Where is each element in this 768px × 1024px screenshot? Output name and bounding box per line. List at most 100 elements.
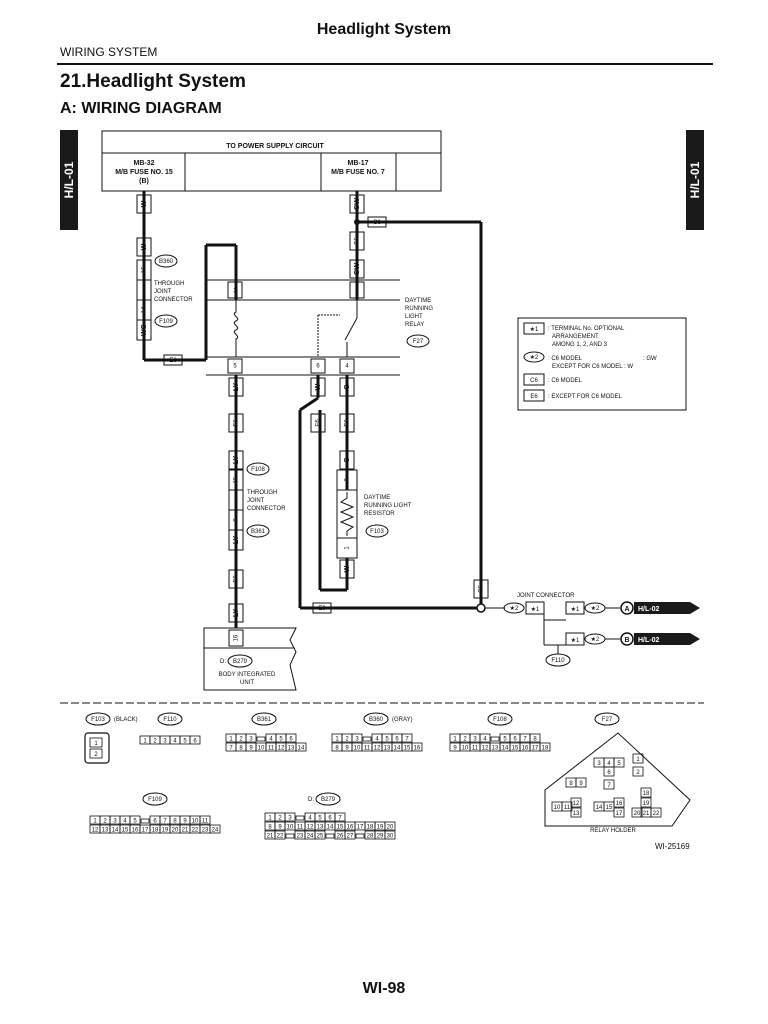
cv-f110-pin: 5 xyxy=(183,739,187,745)
cv-f109-r1-cell xyxy=(199,815,211,825)
cv-b360-r2-pin: 13 xyxy=(384,746,391,752)
legend: ★1 : TERMINAL No. OPTIONAL ARRANGEMENT A… xyxy=(517,317,687,411)
cv-b279-r3-pin: 22 xyxy=(277,834,284,840)
wire-label-w-mid: W xyxy=(141,243,148,250)
cv-b279-r1-cell xyxy=(284,812,296,822)
cv-b279-r2-pin: 12 xyxy=(307,825,314,831)
cv-f109-tag-text: F109 xyxy=(148,797,162,803)
figure-id: WI-25169 xyxy=(655,842,690,851)
cv-f108-r2-pin: 16 xyxy=(522,746,529,752)
joint-connector-label: JOINT CONNECTOR xyxy=(517,593,575,599)
cv-f110-tag xyxy=(157,712,183,726)
drl-resistor-line2: RUNNING LIGHT xyxy=(364,503,412,509)
cv-b361-r1-pin: 2 xyxy=(239,737,243,743)
cv-f27-cell xyxy=(640,797,652,808)
cv-f109-r1-pin: 8 xyxy=(173,819,177,825)
through-joint-2-line2: JOINT xyxy=(247,498,265,504)
jc-star2-left: ★2 xyxy=(510,605,519,612)
cv-b279-r1-cell xyxy=(334,812,346,822)
cv-b361-r1-cell xyxy=(285,733,297,743)
cv-f27-cell xyxy=(570,807,582,818)
cv-f110-tag-text: F110 xyxy=(163,717,177,723)
cv-b279-r3-pin: 29 xyxy=(377,834,384,840)
cv-f108-r2-pin: 17 xyxy=(532,746,539,752)
cv-f27-pin: 14 xyxy=(596,805,603,811)
sub-heading: A: WIRING DIAGRAM xyxy=(60,100,222,117)
cv-b279-r2-pin: 20 xyxy=(387,825,394,831)
cv-b360-r2-pin: 14 xyxy=(394,746,401,752)
cv-b279-r1-pin: 4 xyxy=(308,816,312,822)
cv-b279-r3-key xyxy=(355,833,365,839)
conn-f108-label: F108 xyxy=(251,467,265,473)
conn-b361-label: B361 xyxy=(251,529,266,535)
cv-b361-r2-pin: 10 xyxy=(258,746,265,752)
through-joint-2-line3: CONNECTOR xyxy=(247,506,286,512)
conn-f110-label: F110 xyxy=(551,658,565,664)
bcm-line2: UNIT xyxy=(240,680,254,686)
daytime-running-light-resistor: 2 1 xyxy=(336,469,358,559)
cv-f27-pin: 13 xyxy=(573,811,580,817)
cv-f27-cell xyxy=(613,797,625,808)
cv-f27-pin: 3 xyxy=(597,761,601,767)
cv-b279-r3-pin: 21 xyxy=(267,834,274,840)
cv-f110-pin: 2 xyxy=(153,739,157,745)
cv-f27-tag-text: F27 xyxy=(602,717,613,723)
cv-b360-r2-pin: 9 xyxy=(345,746,349,752)
cv-f27-pin: 10 xyxy=(554,805,561,811)
page-header-title: Headlight System xyxy=(316,21,452,38)
cv-f27-cell xyxy=(632,766,644,777)
cv-f108-r1-pin: 4 xyxy=(483,737,487,743)
jc-star2-a: ★2 xyxy=(591,605,600,612)
cv-f108-r1-pin: 6 xyxy=(513,737,517,743)
cv-f109-r1-pin: 2 xyxy=(103,819,107,825)
cv-f109-r1-key xyxy=(140,818,150,824)
cv-f109-r1-pin: 1 xyxy=(93,819,97,825)
cv-b279-r3-cell xyxy=(274,830,286,840)
offpage-arrow-b xyxy=(634,633,700,645)
wire-label-w-resistor: W xyxy=(344,565,351,572)
cv-b361-r1-pin: 6 xyxy=(289,737,293,743)
cv-f109-r1-pin: 5 xyxy=(133,819,137,825)
cv-f27-cell xyxy=(603,779,615,790)
cv-b279-r2-pin: 11 xyxy=(297,825,304,831)
cv-f108-r1-pin: 3 xyxy=(473,737,477,743)
cv-f27-pin: 6 xyxy=(607,770,611,776)
relay-pin-3: 3 xyxy=(233,289,237,295)
cv-f109-r2-pin: 13 xyxy=(102,828,109,834)
power-title: TO POWER SUPPLY CIRCUIT xyxy=(226,143,324,150)
cv-b279-r3-pin: 28 xyxy=(367,834,374,840)
cv-f103-body xyxy=(84,732,110,764)
cv-b361-r1-pin: 4 xyxy=(269,737,273,743)
through-joint-2-line1: THROUGH xyxy=(247,490,277,496)
cv-b360-r1-cell xyxy=(351,733,363,743)
cv-b361-r2-pin: 13 xyxy=(288,746,295,752)
cv-f109-r1-pin: 4 xyxy=(123,819,127,825)
section-label: WIRING SYSTEM xyxy=(60,45,158,59)
cv-b279-r2-pin: 17 xyxy=(357,825,364,831)
cv-b279-r1-pin: 7 xyxy=(338,816,342,822)
cv-b279-r3-pin: 25 xyxy=(317,834,324,840)
cv-b279-r1-pin: 5 xyxy=(318,816,322,822)
wire-label-w-relay: W xyxy=(315,383,322,390)
wire-label-e6-3: E6 xyxy=(234,419,240,427)
jc-star1-left: ★1 xyxy=(531,606,540,613)
cv-f27-tag xyxy=(594,712,620,726)
cv-b360-r1-key xyxy=(362,736,372,742)
wire-label-c6-2: C6 xyxy=(479,585,485,593)
cv-f27-pin: 21 xyxy=(643,811,650,817)
legend-c6-text: : C6 MODEL xyxy=(548,378,583,384)
cv-f108-r2-pin: 10 xyxy=(462,746,469,752)
wire-label-ly-2: LY xyxy=(233,456,240,465)
cv-b360-note: (GRAY) xyxy=(392,717,413,723)
pin-15: 15 xyxy=(234,476,240,483)
cv-f109-r2-pin: 18 xyxy=(152,828,159,834)
cv-f109-r2-pin: 20 xyxy=(172,828,179,834)
cv-f27-pin: 5 xyxy=(617,761,621,767)
jc-star1-a: ★1 xyxy=(571,606,580,613)
cv-f110-cell xyxy=(189,735,201,745)
header-divider xyxy=(57,63,713,65)
cv-f27-pin: 1 xyxy=(636,757,640,763)
body-integrated-unit: 16 D: B279 BODY INTEGRATED UNIT xyxy=(203,627,297,691)
cv-b360-r2-cell xyxy=(411,742,423,752)
wire-label-e6-7: E6 xyxy=(345,419,351,427)
